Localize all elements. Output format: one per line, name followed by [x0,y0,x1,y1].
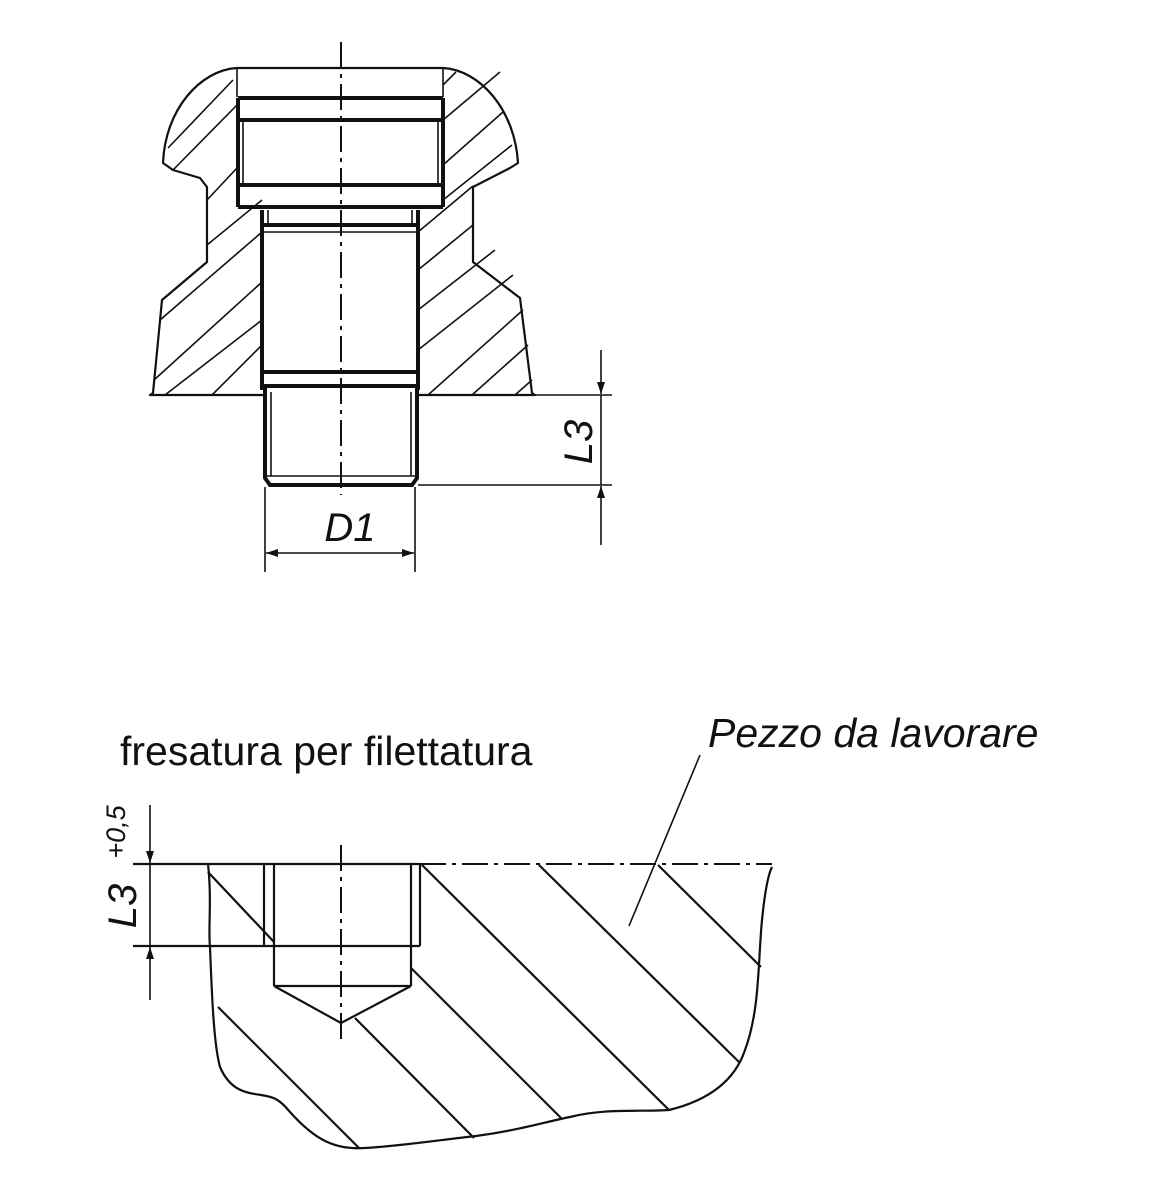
workpiece-label: Pezzo da lavorare [708,710,1038,756]
workpiece-hatching [207,864,762,1149]
l3-dimension: L3 [418,350,612,545]
l3-tolerance-dimension: L3 +0,5 [101,804,154,1000]
workpiece-leader-line [628,754,701,927]
tolerance-label: +0,5 [101,804,131,858]
d1-dimension: D1 [264,487,416,572]
workpiece-break-outline [206,863,773,1150]
d1-label: D1 [324,506,375,550]
knob-hatching [153,71,533,396]
l3-label: L3 [557,420,601,465]
milling-title: fresatura per filettatura [120,728,533,774]
knob-outline-left [148,66,264,397]
workpiece-section [133,845,773,1150]
l3-depth-label: L3 [101,884,145,929]
knob-section [148,42,537,495]
knob-outline-right [418,66,537,397]
